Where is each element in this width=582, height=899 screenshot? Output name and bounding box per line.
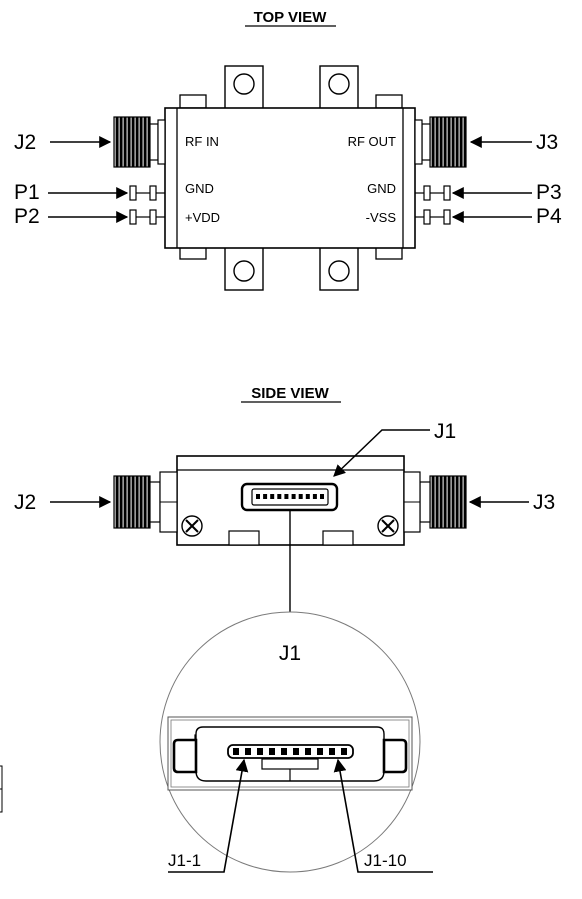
- mounting-tab-top-left: [224, 65, 264, 111]
- label-p3: P3: [536, 181, 562, 204]
- label-j1-side: J1: [434, 420, 456, 443]
- arrow-j1-side: [333, 429, 430, 477]
- mounting-tab-bottom-left: [224, 245, 264, 291]
- connector-j1-side: [240, 482, 339, 512]
- screw-right: [377, 515, 399, 537]
- feedthrough-p3: [415, 185, 451, 201]
- j1-detail-pin-3: [257, 748, 263, 755]
- feedthrough-p2: [129, 209, 165, 225]
- j1-side-pin-1: [256, 494, 260, 499]
- label-vdd: +VDD: [185, 210, 220, 225]
- clip-top-right: [375, 94, 403, 109]
- j1-side-pin-5: [284, 494, 289, 499]
- j1-side-pin-4: [277, 494, 282, 499]
- j1-side-pin-6: [291, 494, 296, 499]
- j1-detail-pin-4: [269, 748, 275, 755]
- clip-top-left: [179, 94, 207, 109]
- label-p1: P1: [14, 181, 40, 204]
- sma-connector-j2-side: [113, 471, 178, 533]
- j1-detail-pin-1: [233, 748, 239, 755]
- j1-side-pin-7: [298, 494, 303, 499]
- label-j3-top: J3: [536, 131, 558, 154]
- top-view-title: TOP VIEW: [254, 9, 328, 26]
- label-j3-side: J3: [533, 491, 555, 514]
- j1-side-pin-9: [312, 494, 317, 499]
- arrow-j1-10: [333, 758, 433, 873]
- sma-connector-j2-top: [113, 116, 166, 168]
- label-j2-side: J2: [14, 491, 36, 514]
- feedthrough-p4: [415, 209, 451, 225]
- sma-connector-j3-top: [414, 116, 467, 168]
- screw-left: [181, 515, 203, 537]
- label-j1-10: J1-10: [364, 851, 407, 870]
- j1-detail-pin-2: [245, 748, 251, 755]
- arrow-j1-1: [168, 758, 249, 873]
- label-vss: -VSS: [366, 210, 397, 225]
- j1-side-pin-8: [305, 494, 310, 499]
- side-view-title: SIDE VIEW: [251, 385, 329, 402]
- j1-detail-pin-8: [317, 748, 323, 755]
- label-gnd-left: GND: [185, 181, 214, 196]
- label-p4: P4: [536, 205, 562, 228]
- j1-detail-pin-7: [305, 748, 311, 755]
- module-body-top: [164, 107, 416, 249]
- j1-side-pin-10: [320, 494, 324, 499]
- j1-side-pin-2: [263, 494, 268, 499]
- j1-side-pin-3: [270, 494, 275, 499]
- j1-detail-pin-5: [281, 748, 287, 755]
- feedthrough-p1: [129, 185, 165, 201]
- j1-detail-pin-10: [341, 748, 347, 755]
- label-j1-1: J1-1: [168, 851, 201, 870]
- sma-connector-j3-side: [403, 471, 467, 533]
- detail-title: J1: [279, 642, 301, 665]
- mounting-tab-top-right: [319, 65, 359, 111]
- edge-mark: [0, 765, 3, 813]
- label-rf-in: RF IN: [185, 134, 219, 149]
- j1-detail-pin-9: [329, 748, 335, 755]
- j1-detail-pin-6: [293, 748, 299, 755]
- label-j2-top: J2: [14, 131, 36, 154]
- connector-j1-detail: [167, 716, 413, 791]
- mounting-tab-bottom-right: [319, 245, 359, 291]
- label-p2: P2: [14, 205, 40, 228]
- label-rf-out: RF OUT: [348, 134, 396, 149]
- label-gnd-right: GND: [367, 181, 396, 196]
